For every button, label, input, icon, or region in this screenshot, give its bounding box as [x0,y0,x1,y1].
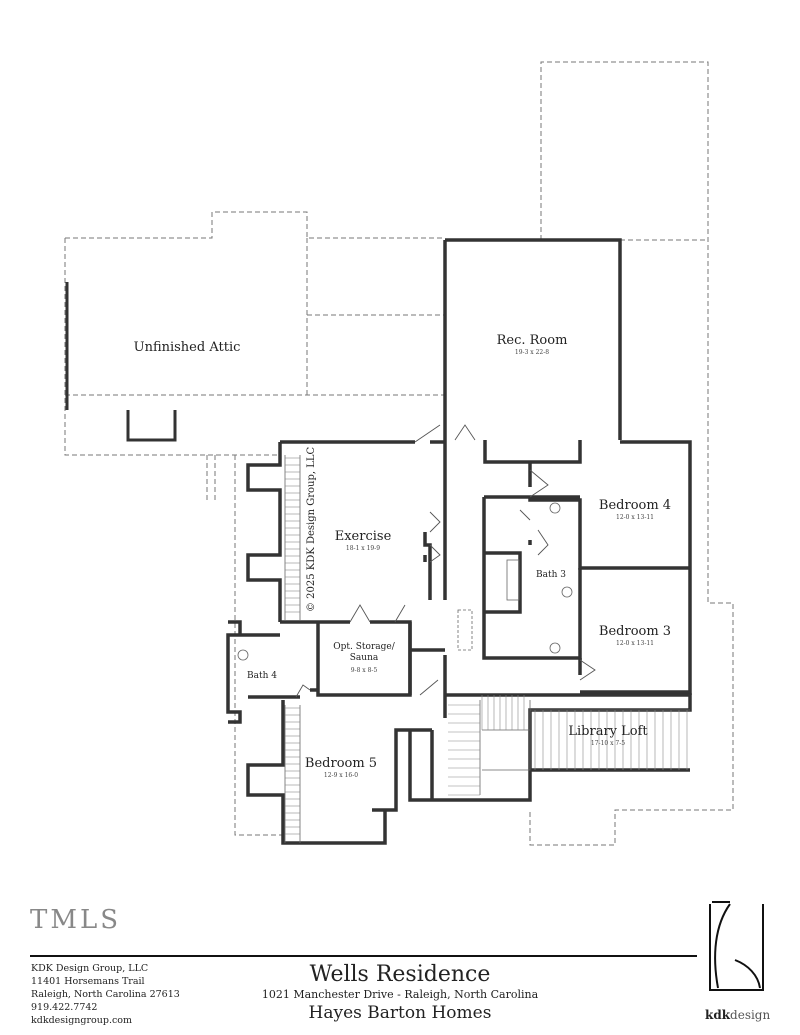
room-label-bath-4: Bath 4 [247,671,277,681]
kdk-logo [709,901,764,991]
room-label-unfinished-attic: Unfinished Attic [134,340,241,355]
watermark: TMLS [30,905,122,935]
project-title: Wells Residence [309,962,491,987]
room-name: Unfinished Attic [133,340,241,355]
company-phone: 919.422.7742 [31,1002,98,1013]
room-name: Bedroom 5 [304,756,378,771]
room-name: Opt. Storage/ Sauna [333,642,395,663]
company-street: 11401 Horsemans Trail [31,976,145,987]
dashed-outlines [64,61,734,846]
door-swings [295,424,596,698]
room-label-bath-3: Bath 3 [536,570,566,580]
project-info: Wells Residence 1021 Manchester Drive - … [262,962,538,1024]
designer-info: KDK Design Group, LLC 11401 Horsemans Tr… [31,962,180,1027]
room-name: Bedroom 4 [598,498,672,513]
room-dims: 19-3 x 22-8 [514,349,550,356]
room-name: Exercise [334,529,392,544]
room-name: Bath 4 [247,671,277,681]
room-name: Bath 3 [536,570,566,580]
room-dims: 18-1 x 19-9 [345,545,381,552]
company-city: Raleigh, North Carolina 27613 [31,989,180,1000]
stairs-and-details [237,455,690,843]
room-dims: 12-9 x 16-0 [323,772,359,779]
room-name: Rec. Room [496,333,568,348]
builder-name: Hayes Barton Homes [308,1003,492,1023]
attic-walls [65,282,177,442]
room-label-opt-storage-sauna: Opt. Storage/ Sauna 9-8 x 8-5 [333,642,394,676]
brand-bold: kdk [705,1008,731,1022]
room-dims: 17-10 x 7-5 [590,740,626,747]
room-dims: 9-8 x 8-5 [350,667,378,674]
room-dims: 12-0 x 13-11 [616,640,654,647]
room-name: Library Loft [568,724,648,739]
brand-light: design [730,1008,771,1022]
room-name: Bedroom 3 [598,624,672,639]
room-dims: 12-0 x 13-11 [616,514,654,521]
stair-treads [285,457,688,835]
project-address: 1021 Manchester Drive - Raleigh, North C… [261,988,539,1001]
exterior-walls [226,238,692,845]
company-website: kdkdesigngroup.com [31,1015,133,1026]
brand-wordmark: kdkdesign [705,1008,770,1022]
company-name: KDK Design Group, LLC [31,963,149,974]
